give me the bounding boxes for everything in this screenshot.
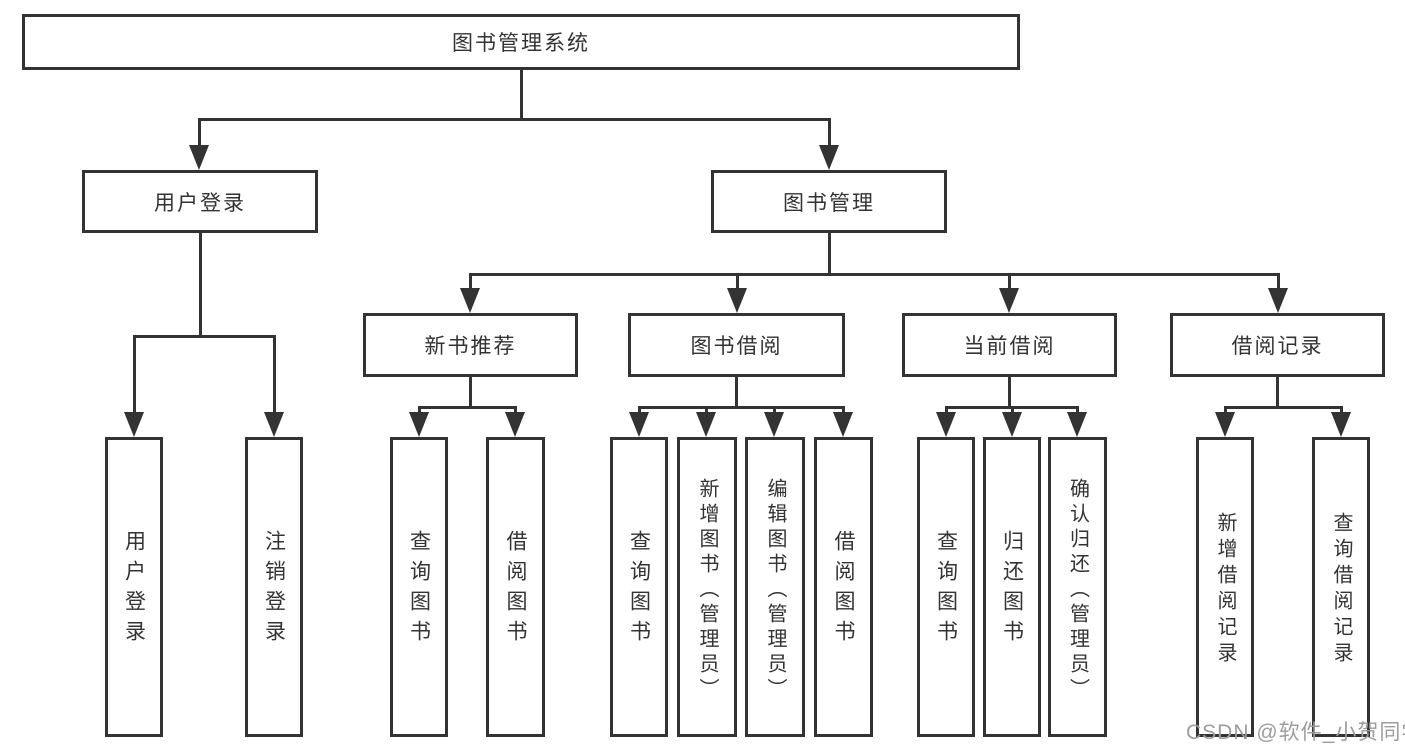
node-book-management: 图书管理 (711, 170, 947, 233)
connector-drop-l2 (1277, 273, 1280, 293)
connector-drop-book-mgmt (828, 118, 831, 152)
node-book-borrow: 图书借阅 (628, 313, 845, 377)
connector-userlogin-rail (133, 335, 276, 338)
leaf-add-book-admin: 新增图书（管理员） (677, 437, 737, 737)
connector-borrow-stem (735, 377, 738, 406)
leaf-add-borrow-record: 新增借阅记录 (1196, 437, 1254, 737)
leaf-return-book: 归还图书 (983, 437, 1041, 737)
connector-drop-leaf (133, 335, 136, 415)
leaf-user-login: 用户登录 (105, 437, 163, 737)
arrow-down-icon (1215, 412, 1235, 437)
arrow-down-icon (409, 412, 429, 437)
node-root: 图书管理系统 (22, 14, 1020, 70)
connector-drop-leaf (273, 335, 276, 415)
leaf-query-book-3: 查询图书 (917, 437, 975, 737)
arrow-down-icon (1002, 412, 1022, 437)
arrow-down-icon (460, 288, 480, 313)
leaf-logout: 注销登录 (245, 437, 303, 737)
arrow-down-icon (1331, 412, 1351, 437)
node-current-borrow: 当前借阅 (902, 313, 1117, 377)
connector-newbook-stem (469, 377, 472, 406)
arrow-down-icon (629, 412, 649, 437)
node-new-book-recommend: 新书推荐 (363, 313, 578, 377)
node-user-login: 用户登录 (82, 170, 318, 233)
leaf-query-book-2: 查询图书 (610, 437, 668, 737)
connector-userlogin-stem (199, 233, 202, 335)
connector-current-stem (1008, 377, 1011, 406)
arrow-down-icon (696, 412, 716, 437)
connector-drop-l2 (736, 273, 739, 293)
connector-borrow-rail (638, 406, 845, 409)
connector-newbook-rail (418, 406, 517, 409)
node-borrow-record: 借阅记录 (1170, 313, 1385, 377)
arrow-down-icon (999, 288, 1019, 313)
arrow-down-icon (1067, 412, 1087, 437)
leaf-confirm-return-admin: 确认归还（管理员） (1048, 437, 1107, 737)
arrow-down-icon (1268, 288, 1288, 313)
arrow-down-icon (189, 145, 209, 170)
arrow-down-icon (833, 412, 853, 437)
leaf-edit-book-admin: 编辑图书（管理员） (745, 437, 805, 737)
connector-record-rail (1224, 406, 1342, 409)
csdn-watermark: CSDN @软件_小贺同学 (1186, 721, 1405, 744)
arrow-down-icon (819, 145, 839, 170)
arrow-down-icon (264, 412, 284, 437)
connector-bookmgmt-stem (828, 233, 831, 273)
arrow-down-icon (936, 412, 956, 437)
connector-bookmgmt-rail (469, 273, 1279, 276)
leaf-borrow-book-1: 借阅图书 (486, 437, 545, 737)
leaf-query-borrow-record: 查询借阅记录 (1312, 437, 1370, 737)
leaf-borrow-book-2: 借阅图书 (814, 437, 873, 737)
connector-drop-user-login (198, 118, 201, 152)
leaf-query-book-1: 查询图书 (390, 437, 448, 737)
connector-root-rail (198, 118, 831, 121)
arrow-down-icon (505, 412, 525, 437)
connector-drop-l2 (469, 273, 472, 293)
connector-record-stem (1276, 377, 1279, 406)
arrow-down-icon (764, 412, 784, 437)
connector-root-stem (520, 70, 523, 118)
connector-drop-l2 (1008, 273, 1011, 293)
arrow-down-icon (727, 288, 747, 313)
arrow-down-icon (124, 412, 144, 437)
